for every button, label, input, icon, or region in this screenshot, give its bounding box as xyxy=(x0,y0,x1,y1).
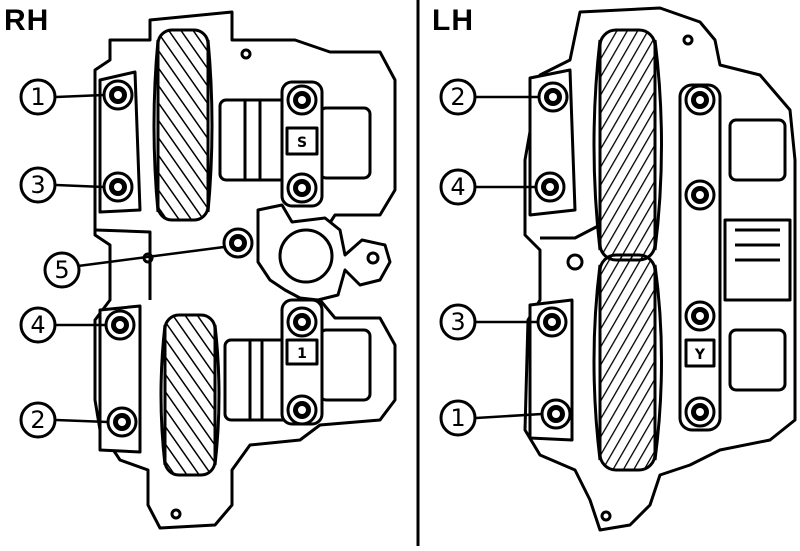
rh-cover-edge xyxy=(95,228,152,300)
svg-text:1: 1 xyxy=(450,404,465,432)
rh-bolt-1 xyxy=(102,79,134,111)
lh-callouts xyxy=(475,95,543,420)
lh-bolt-cap-c xyxy=(684,300,716,332)
rh-bolt-cap-c xyxy=(286,306,318,338)
lh-callout-2: 2 xyxy=(439,78,477,116)
svg-text:2: 2 xyxy=(450,83,465,111)
rh-bolt-cap-d xyxy=(286,394,318,426)
rh-bolt-4 xyxy=(104,309,136,341)
rh-callout-4: 4 xyxy=(19,306,57,344)
lh-bolt-3 xyxy=(536,306,568,338)
lh-camshaft-bottom xyxy=(728,328,787,392)
rh-callout-2: 2 xyxy=(19,401,57,439)
svg-text:4: 4 xyxy=(30,311,45,339)
lh-panel-title: LH xyxy=(432,4,474,37)
lh-bolt-cap-d xyxy=(684,396,716,428)
rh-bolt-5 xyxy=(222,227,254,259)
lh-camshaft-top xyxy=(728,118,787,182)
lh-callout-1: 1 xyxy=(439,399,477,437)
svg-text:2: 2 xyxy=(30,406,45,434)
rh-bolt-3 xyxy=(102,171,134,203)
rh-bottom-journal-mark: 1 xyxy=(297,346,307,362)
rh-panel-title: RH xyxy=(4,4,50,37)
svg-text:3: 3 xyxy=(450,308,465,336)
lh-bolt-cap-b xyxy=(684,179,716,211)
rh-callouts xyxy=(55,93,225,424)
rh-head-outline xyxy=(93,10,397,530)
svg-text:5: 5 xyxy=(54,256,69,284)
lh-bottom-cam-gear xyxy=(598,253,657,472)
rh-top-cam-gear xyxy=(156,28,210,222)
rh-callout-3: 3 xyxy=(19,166,57,204)
rh-callout-1: 1 xyxy=(19,78,57,116)
lh-top-cam-gear xyxy=(598,28,657,262)
rh-top-journal-mark: S xyxy=(297,135,307,151)
rh-bolt-cap-a xyxy=(286,84,318,116)
lh-bolt-4 xyxy=(534,171,566,203)
lh-callout-4: 4 xyxy=(439,168,477,206)
rh-panel xyxy=(93,10,397,530)
svg-text:4: 4 xyxy=(450,173,465,201)
lh-journal-mark: Y xyxy=(694,347,706,363)
svg-text:1: 1 xyxy=(30,83,45,111)
rh-top-camshaft xyxy=(218,98,292,182)
lh-bolt-1 xyxy=(540,398,572,430)
lh-cam-cap-column xyxy=(678,83,722,432)
lh-panel xyxy=(523,6,797,532)
rh-callout-5: 5 xyxy=(43,251,81,289)
lh-callout-3: 3 xyxy=(439,303,477,341)
rh-bottom-cam-gear xyxy=(163,313,217,477)
rh-bolt-cap-b xyxy=(286,172,318,204)
lh-bolt-cap-a xyxy=(684,84,716,116)
lh-bolt-2 xyxy=(537,81,569,113)
svg-text:3: 3 xyxy=(30,171,45,199)
lh-head-outline xyxy=(523,6,797,532)
rh-bolt-2 xyxy=(106,406,138,438)
